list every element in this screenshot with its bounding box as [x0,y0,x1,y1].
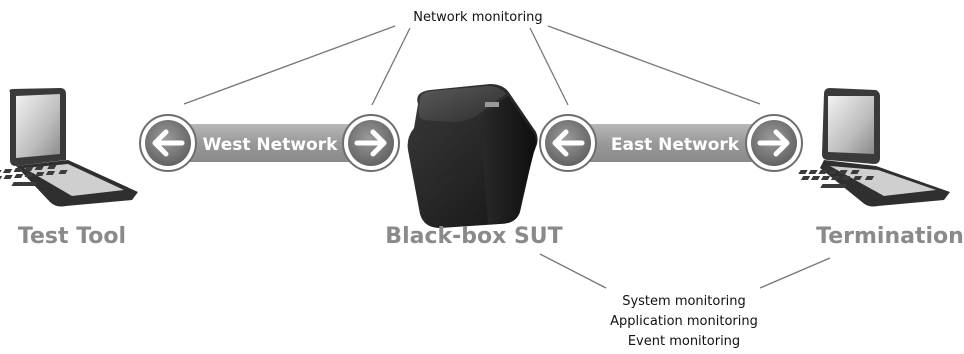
east-network-link: East Network [539,114,803,172]
event-monitoring-label: Event monitoring [628,334,740,349]
cube-indicator-light [485,102,499,107]
west-network-band [170,124,370,162]
laptop-icon [798,88,950,207]
east-network-label: East Network [611,135,740,155]
test-tool-label: Test Tool [18,224,126,249]
east-network-band [572,124,778,162]
system-monitoring-label: System monitoring [622,294,746,309]
arrow-right-icon [745,114,803,172]
network-monitoring-label: Network monitoring [413,10,542,25]
west-network-link: West Network [139,114,400,172]
black-box-sut-label: Black-box SUT [385,224,562,249]
network-monitoring-lines [183,25,761,106]
monitor-line-east-outer [547,25,761,105]
monitor-line-east-inner [529,27,569,106]
arrow-left-icon [139,114,197,172]
termination-label: Termination [816,224,964,249]
application-monitoring-label: Application monitoring [610,314,758,329]
laptop-icon [0,88,138,207]
arrow-right-icon [342,114,400,172]
system-monitoring-lines [539,253,831,289]
arrow-left-icon [539,114,597,172]
monitor-line-west-inner [371,27,411,106]
black-box-cube-icon [407,84,538,228]
monitor-line-termination [759,257,831,289]
west-network-label: West Network [203,135,338,155]
monitor-line-west-outer [183,25,396,105]
monitor-line-sut [539,253,607,289]
